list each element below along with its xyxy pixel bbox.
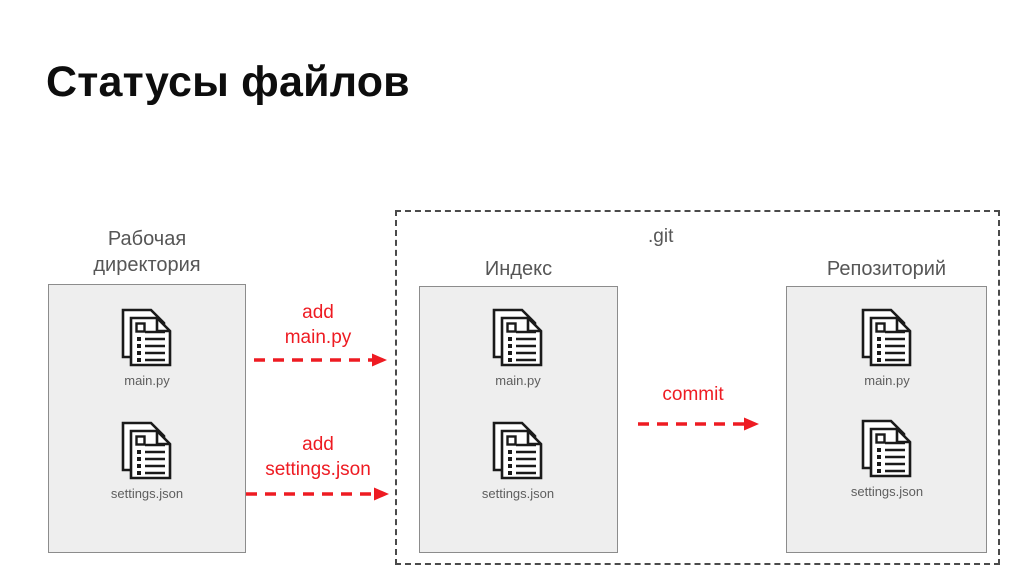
annotation-line-2: main.py xyxy=(284,327,352,348)
annotation-commit: commit xyxy=(626,382,760,407)
dashed-arrow-right-add-settings xyxy=(246,487,389,501)
file-item[interactable]: main.py xyxy=(87,307,207,388)
column-heading-line-2: директория xyxy=(93,254,201,276)
file-item[interactable]: settings.json xyxy=(827,418,947,499)
annotation-add-settings: add settings.json xyxy=(240,432,396,482)
git-container xyxy=(395,210,1000,565)
column-heading-line-1: Индекс xyxy=(484,258,553,280)
file-item[interactable]: settings.json xyxy=(458,420,578,501)
file-label: main.py xyxy=(495,373,541,388)
dashed-arrow-right-add-main xyxy=(254,353,387,367)
annotation-line-1: commit xyxy=(662,384,724,405)
annotation-line-2: settings.json xyxy=(265,459,371,480)
annotation-add-main: add main.py xyxy=(250,300,386,350)
annotation-line-1: add xyxy=(302,302,334,323)
document-icon xyxy=(492,421,543,480)
column-heading-index: Индекс xyxy=(419,256,618,282)
page-title: Статусы файлов xyxy=(46,58,410,106)
file-label: settings.json xyxy=(481,486,555,501)
column-heading-line-1: Репозиторий xyxy=(826,258,947,280)
column-heading-line-1: Рабочая xyxy=(107,228,187,250)
column-heading-repository: Репозиторий xyxy=(786,256,987,282)
annotation-line-1: add xyxy=(302,434,334,455)
column-heading-working-directory: Рабочая директория xyxy=(48,226,246,278)
document-icon xyxy=(492,308,543,367)
file-label: settings.json xyxy=(850,484,924,499)
document-icon xyxy=(121,421,172,480)
file-item[interactable]: main.py xyxy=(458,307,578,388)
document-icon xyxy=(861,419,912,478)
git-container-label: .git xyxy=(648,226,674,247)
file-label: settings.json xyxy=(110,486,184,501)
dashed-arrow-right-commit xyxy=(638,417,759,431)
file-label: main.py xyxy=(864,373,910,388)
document-icon xyxy=(121,308,172,367)
file-label: main.py xyxy=(124,373,170,388)
file-item[interactable]: settings.json xyxy=(87,420,207,501)
file-item[interactable]: main.py xyxy=(827,307,947,388)
document-icon xyxy=(861,308,912,367)
